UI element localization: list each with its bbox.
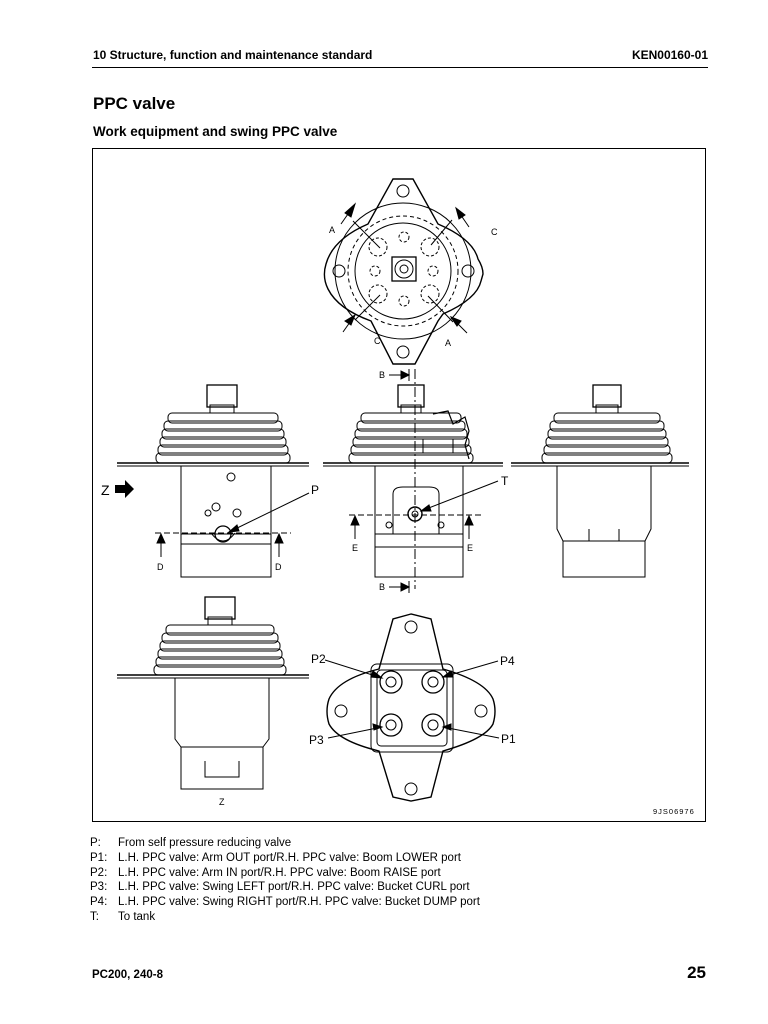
label-b-bottom: B (379, 582, 385, 592)
bottom-view-ports (326, 613, 496, 802)
legend-key: T: (90, 910, 99, 923)
label-t: T (501, 474, 509, 488)
section-view (323, 384, 503, 578)
legend-key: P: (90, 837, 101, 849)
page-number: 25 (687, 963, 706, 982)
footer-model: PC200, 240-8 (92, 969, 163, 981)
label-p1: P1 (501, 732, 516, 746)
legend-row-p4: P4: L.H. PPC valve: Swing RIGHT port/R.H… (90, 895, 480, 910)
label-a-top: A (329, 225, 335, 235)
header-doc-code: KEN00160-01 (631, 48, 708, 62)
legend-text: L.H. PPC valve: Swing LEFT port/R.H. PPC… (118, 881, 470, 894)
legend-text: L.H. PPC valve: Swing RIGHT port/R.H. PP… (118, 896, 480, 909)
top-view (323, 178, 484, 365)
legend-text: L.H. PPC valve: Arm OUT port/R.H. PPC va… (118, 851, 461, 864)
label-p4: P4 (500, 654, 515, 668)
legend-text: To tank (118, 910, 156, 923)
ppc-valve-drawing: A C C A Z P D D (101, 178, 695, 816)
legend-row-t: T: To tank (90, 910, 480, 925)
legend-text: L.H. PPC valve: Arm IN port/R.H. PPC val… (118, 866, 441, 879)
label-p: P (311, 483, 319, 497)
label-c-bottom: C (374, 336, 381, 346)
front-view (117, 384, 309, 578)
label-b-top: B (379, 370, 385, 380)
header-divider (92, 67, 708, 68)
z-direction-arrow (115, 480, 134, 498)
label-e-left: E (352, 543, 358, 553)
legend-row-p3: P3: L.H. PPC valve: Swing LEFT port/R.H.… (90, 880, 480, 895)
side-view-z (117, 596, 309, 790)
label-c-top: C (491, 227, 498, 237)
label-p3: P3 (309, 733, 324, 747)
legend-row-p1: P1: L.H. PPC valve: Arm OUT port/R.H. PP… (90, 851, 480, 866)
drawing-code: 9JS06976 (653, 807, 695, 816)
legend-row-p: P: From self pressure reducing valve (90, 836, 480, 851)
legend-key: P1: (90, 851, 108, 864)
label-d-right: D (275, 562, 282, 572)
page-title: PPC valve (93, 94, 176, 113)
header-section: 10 Structure, function and maintenance s… (93, 48, 373, 62)
side-view (511, 384, 689, 578)
label-z-side: Z (219, 797, 225, 807)
legend-text: From self pressure reducing valve (118, 837, 292, 849)
port-legend: P: From self pressure reducing valve P1:… (90, 836, 480, 925)
label-d-left: D (157, 562, 164, 572)
label-e-right: E (467, 543, 473, 553)
legend-key: P2: (90, 866, 108, 879)
label-z-front: Z (101, 482, 110, 498)
legend-row-p2: P2: L.H. PPC valve: Arm IN port/R.H. PPC… (90, 866, 480, 881)
ppc-valve-figure: A C C A Z P D D (92, 148, 706, 822)
label-p2: P2 (311, 652, 326, 666)
legend-key: P4: (90, 896, 108, 909)
page-subtitle: Work equipment and swing PPC valve (93, 124, 338, 139)
legend-key: P3: (90, 881, 108, 894)
label-a-bottom: A (445, 338, 451, 348)
